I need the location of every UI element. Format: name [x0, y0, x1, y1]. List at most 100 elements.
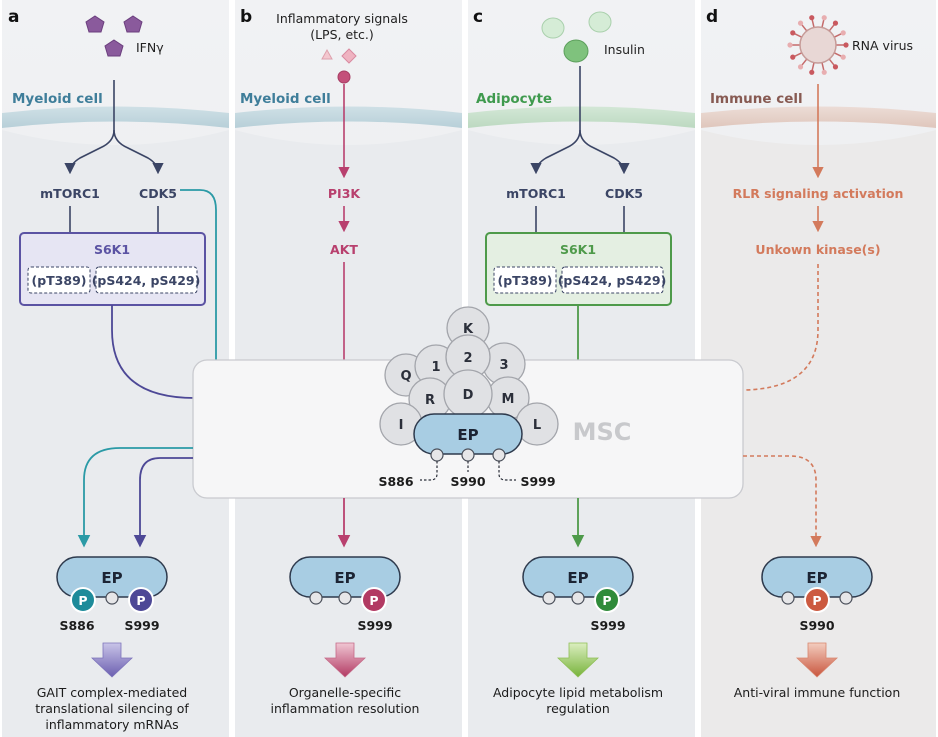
site-c-ps424: (pS424, pS429) [558, 273, 667, 288]
virus-spike [801, 24, 808, 32]
virus-spike-tip [832, 64, 839, 70]
phospho-a-2 [128, 587, 154, 613]
cell-label-b: Myeloid cell [240, 91, 331, 107]
msc-to-ep-d [743, 455, 822, 548]
insulin-icon [541, 11, 612, 63]
outcome-a-line2: translational silencing of [35, 701, 189, 716]
phospho-d-label: P [812, 593, 821, 608]
msc-subunit-labels: K 2 1 3 Q D R M I L [399, 322, 542, 433]
virus-spike-tip [797, 64, 804, 70]
kinase-b-akt: AKT [330, 242, 358, 257]
site-a-pt389: (pT389) [32, 273, 87, 288]
outcome-arrow-b [323, 642, 367, 678]
site-box-a-2 [95, 266, 198, 294]
virus-spike-tip [797, 20, 804, 26]
outcome-b-line1: Organelle-specific [289, 685, 401, 700]
virus-spike-tip [787, 42, 793, 48]
panel-letter-b: b [240, 7, 252, 27]
virus-spike [794, 33, 803, 38]
virus-spike-tip [840, 30, 846, 36]
subunit-label-q: Q [400, 369, 411, 384]
subunit-label-3: 3 [499, 358, 508, 373]
phospho-a-1 [70, 587, 96, 613]
lps-icon [321, 48, 357, 84]
phospho-b-label: P [369, 593, 378, 608]
panel-letter-a: a [8, 7, 19, 27]
site-box-a-1 [27, 266, 91, 294]
site-box-c-1 [493, 266, 557, 294]
msc-ep-label: EP [457, 426, 478, 444]
virus-spike-tip [843, 42, 849, 48]
virus-spike [811, 19, 815, 28]
kinase-d-rlr: RLR signaling activation [733, 186, 904, 201]
virus-spike [833, 33, 842, 38]
outcome-b-line2: inflammation resolution [271, 701, 420, 716]
virus-spike [833, 52, 842, 57]
msc-subunits [379, 306, 559, 446]
phospho-d [804, 587, 830, 613]
panel-letter-c: c [473, 7, 483, 27]
virus-spike [801, 58, 808, 66]
subunit-label-d: D [463, 388, 474, 403]
site-c-pt389: (pT389) [498, 273, 553, 288]
virus-spike [794, 52, 803, 57]
phospho-a-2-label: P [136, 593, 145, 608]
virus-spike [828, 24, 835, 32]
phospho-c-label: P [602, 593, 611, 608]
phospho-a-1-label: P [78, 593, 87, 608]
stimulus-d: RNA virus [852, 38, 913, 53]
virus-spike [828, 58, 835, 66]
site-circle-c-2 [571, 591, 585, 605]
kinase-d-unknown: Unkown kinase(s) [755, 242, 880, 257]
s6k1-to-msc-a [111, 305, 196, 399]
ifn-gamma-icon [85, 15, 143, 57]
cell-label-d: Immune cell [710, 91, 803, 107]
virus-spike-tip [790, 30, 796, 36]
kinase-c-mtorc1: mTORC1 [506, 186, 566, 201]
ep-label-c: EP [567, 569, 588, 587]
msc-to-ep-a-teal [77, 447, 193, 548]
msc-site-s886: S886 [378, 474, 413, 489]
outcome-arrow-c [556, 642, 600, 678]
subunit-label-i: I [399, 418, 404, 433]
subunit-label-k: K [463, 322, 474, 337]
subunit-label-r: R [425, 393, 435, 408]
virus-spike-tip [821, 69, 827, 75]
site-box-c-2 [561, 266, 664, 294]
msc-to-ep-a-purple [133, 457, 193, 548]
site-circle-b-1 [309, 591, 323, 605]
site-a-s999: S999 [124, 618, 159, 633]
virus-spike [811, 62, 815, 71]
membrane-a [2, 106, 229, 128]
membrane-b [235, 106, 462, 128]
s6k1-label-c: S6K1 [560, 242, 596, 257]
kinase-b-pi3k: PI3K [328, 186, 362, 201]
phospho-c [594, 587, 620, 613]
subunit-label-2: 2 [463, 351, 472, 366]
virus-spike-tip [832, 20, 839, 26]
virus-spike-tip [840, 54, 846, 60]
virus-spike-tip [821, 15, 827, 21]
kinase-a-cdk5: CDK5 [139, 186, 177, 201]
stimulus-b-line1: Inflammatory signals [276, 11, 408, 26]
kinase-c-cdk5: CDK5 [605, 186, 643, 201]
subunit-label-1: 1 [431, 360, 440, 375]
site-b-s999: S999 [357, 618, 392, 633]
site-circle-d-1 [781, 591, 795, 605]
outcome-c-line2: regulation [546, 701, 610, 716]
stimulus-a: IFNγ [136, 40, 164, 55]
outcome-a-line1: GAIT complex-mediated [37, 685, 187, 700]
kinase-a-mtorc1: mTORC1 [40, 186, 100, 201]
ep-label-b: EP [334, 569, 355, 587]
membrane-c [468, 106, 695, 128]
cell-interior-d [701, 130, 936, 737]
stimulus-b-line2: (LPS, etc.) [310, 27, 374, 42]
ep-label-d: EP [806, 569, 827, 587]
site-a-s886: S886 [59, 618, 94, 633]
site-circle-b-2 [338, 591, 352, 605]
panel-letter-d: d [706, 7, 718, 27]
outcome-d-line1: Anti-viral immune function [734, 685, 901, 700]
stimulus-c: Insulin [604, 42, 645, 57]
site-circle-c-1 [542, 591, 556, 605]
virus-spike [821, 62, 825, 71]
